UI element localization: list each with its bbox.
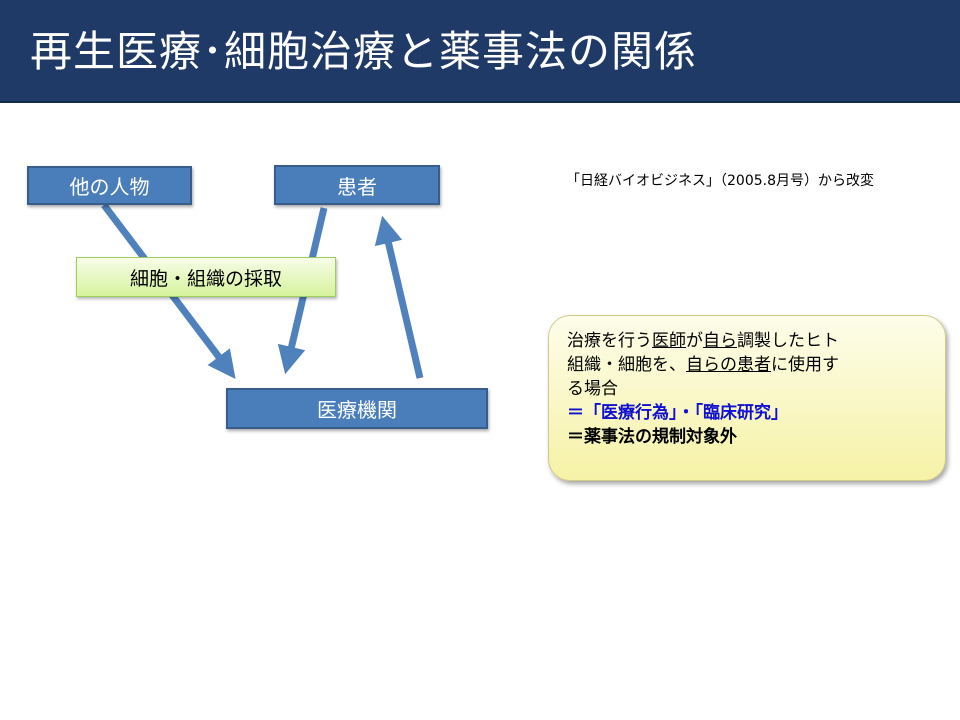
callout-underlined-text: 自らの患者 [686,355,771,375]
other-person-box: 他の人物 [27,166,192,205]
cell-harvest-label: 細胞・組織の採取 [76,257,336,297]
source-note: 「日経バイオビジネス」（2005.8月号）から改変 [566,173,874,189]
patient-box: 患者 [274,165,440,205]
callout-underlined-text: 自ら [703,331,737,351]
callout-text: 調製したヒト [737,331,839,351]
arrow-hospital-to-patient [374,215,424,379]
callout-line-2: 組織・細胞を、自らの患者に使用す [567,353,929,377]
callout-text: が [686,331,703,351]
callout-line-1: 治療を行う医師が自ら調製したヒト [567,329,929,353]
page-title: 再生医療･細胞治療と薬事法の関係 [30,27,698,76]
callout-text: 組織・細胞を、 [567,355,686,375]
callout-medical-act-line: ＝「医療行為」・「臨床研究」 [567,403,788,423]
callout-line-3: る場合 [567,379,618,399]
callout-text: に [771,355,788,375]
callout-regulation-line: ＝薬事法の規制対象外 [567,427,737,447]
medical-institution-box: 医療機関 [226,388,488,429]
callout-box: 治療を行う医師が自ら調製したヒト 組織・細胞を、自らの患者に使用す る場合 ＝「… [548,315,946,481]
callout-text: 治療を行う [567,331,652,351]
title-bar: 再生医療･細胞治療と薬事法の関係 [0,0,960,103]
callout-text: 使用す [788,355,839,375]
callout-underlined-text: 医師 [652,331,686,351]
